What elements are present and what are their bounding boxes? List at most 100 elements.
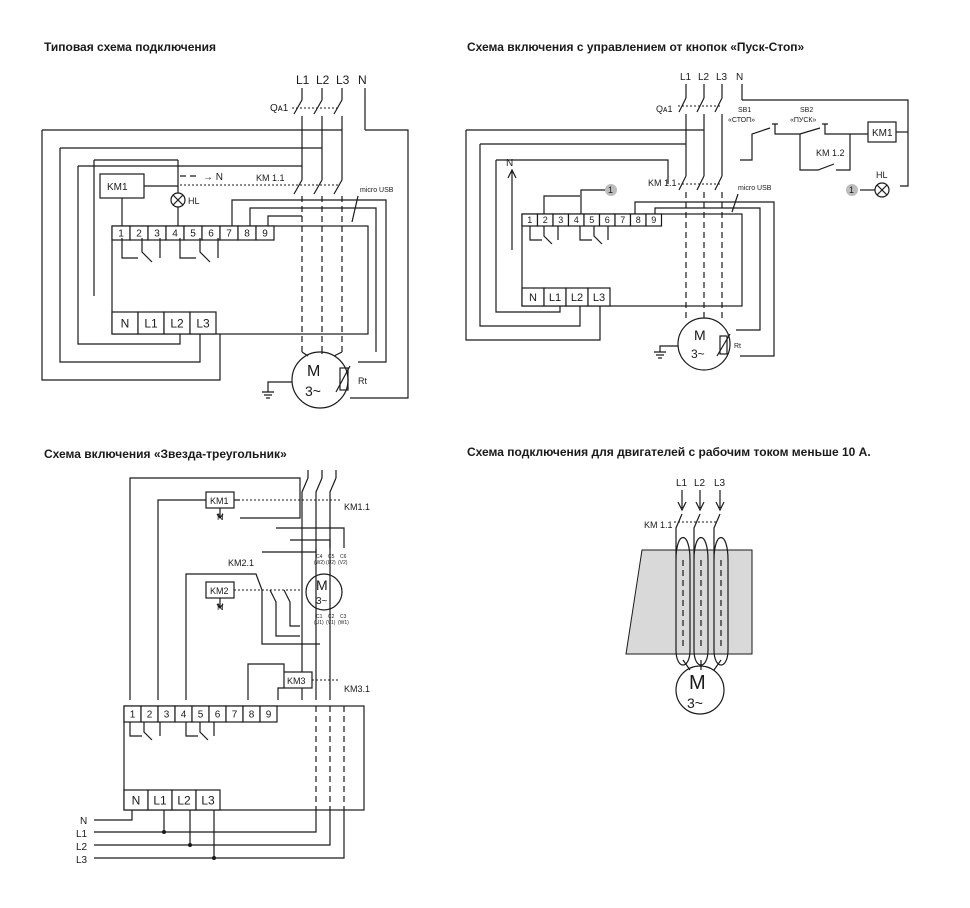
power-terminal-strip-b: N L1 L2 L3	[521, 287, 611, 307]
terminal-label: 8	[244, 229, 250, 240]
motor-b-label: M	[694, 327, 706, 343]
marker-1-top-text: 1	[608, 185, 613, 195]
power-terminal-b-label: L1	[549, 292, 561, 304]
label-L1: L1	[296, 73, 310, 87]
terminal-b-label: 6	[605, 215, 610, 225]
terminal-c-label: 9	[266, 710, 272, 721]
bus-L2: L2	[76, 842, 88, 853]
label-N-b: N	[736, 72, 743, 83]
terminal-c-label: 3	[164, 710, 170, 721]
label-qa1: Qᴀ1	[270, 103, 289, 114]
label-L2-b: L2	[698, 72, 710, 83]
terminal-label: 6	[208, 229, 214, 240]
label-c6: C6	[340, 554, 347, 560]
motor-phase: 3~	[305, 383, 321, 399]
coil-km1	[99, 173, 145, 199]
label-km1-c: KM1	[210, 496, 229, 506]
label-km11-b: KM 1.1	[648, 178, 677, 188]
motor-d	[675, 665, 725, 715]
terminal-c-label: 5	[198, 710, 204, 721]
terminal-label: 1	[118, 229, 124, 240]
motor-d-label: M	[689, 672, 706, 694]
bus-L3: L3	[76, 855, 88, 866]
label-L1-d: L1	[676, 478, 688, 489]
power-terminal-label: L1	[144, 316, 158, 330]
terminal-label: 3	[154, 229, 160, 240]
title-star-delta: Схема включения «Звезда-треугольник»	[44, 447, 287, 461]
power-terminal-strip: N L1 L2 L3	[111, 311, 217, 335]
diagram-star-delta: KM1 N KM1.1 KM2.1 KM2 N M 3~ C4 C5 C6 (W…	[76, 470, 370, 866]
label-hl-b: HL	[876, 170, 888, 180]
terminal-b-cell	[645, 213, 663, 227]
label-hl: HL	[188, 196, 200, 206]
arrow-n: → N	[203, 172, 223, 183]
label-rt-b: Rt	[734, 343, 741, 350]
power-terminal-label: L2	[170, 316, 184, 330]
power-terminal-c-label: L2	[177, 793, 191, 807]
terminal-c-label: 2	[147, 710, 153, 721]
label-N-arrow: N	[506, 158, 513, 169]
terminal-cell	[255, 225, 275, 241]
label-rt: Rt	[358, 376, 367, 386]
label-L2: L2	[316, 73, 330, 87]
label-u1: (U1)	[314, 620, 324, 626]
power-terminal-label: L3	[196, 316, 210, 330]
power-terminal-b-label: L2	[571, 292, 583, 304]
terminal-label: 9	[262, 229, 268, 240]
power-terminal-b-label: L3	[593, 292, 605, 304]
terminal-b-label: 3	[558, 215, 563, 225]
terminal-c-cell	[259, 705, 278, 723]
bus-L1: L1	[76, 829, 88, 840]
label-km1: KM1	[107, 182, 128, 193]
marker-1-top	[605, 184, 617, 196]
label-km11-d: KM 1.1	[644, 520, 673, 530]
label-w1: (W1)	[338, 620, 349, 626]
label-N: N	[358, 73, 367, 87]
power-terminal-label: N	[121, 316, 130, 330]
motor-d-phase: 3~	[687, 695, 703, 711]
terminal-label: 4	[172, 229, 178, 240]
bus-N: N	[80, 816, 87, 827]
title-buttons: Схема включения с управлением от кнопок …	[467, 40, 805, 54]
motor-b	[677, 317, 731, 371]
motor-c	[305, 573, 343, 611]
label-c2: C2	[328, 614, 335, 620]
power-terminal-c-label: L3	[201, 793, 215, 807]
label-km11-c: KM1.1	[344, 502, 370, 512]
terminal-label: 5	[190, 229, 196, 240]
motor-c-label: M	[316, 577, 328, 593]
label-sb1: SB1	[738, 107, 751, 114]
label-L1-b: L1	[680, 72, 692, 83]
label-u2: (U2)	[326, 560, 336, 566]
label-c1: C1	[316, 614, 323, 620]
label-km21: KM2.1	[228, 558, 254, 568]
label-micro-usb-b: micro USB	[738, 185, 772, 192]
title-small-motor: Схема подключения для двигателей с рабоч…	[467, 445, 871, 459]
label-c4: C4	[316, 554, 323, 560]
label-L2-d: L2	[694, 478, 706, 489]
label-km3: KM3	[287, 676, 306, 686]
terminal-b-label: 8	[636, 215, 641, 225]
terminal-b-label: 4	[574, 215, 579, 225]
label-km1-b: KM1	[872, 128, 893, 139]
label-v2: (V2)	[338, 560, 348, 566]
power-terminal-b-label: N	[529, 292, 537, 304]
terminal-c-label: 7	[232, 710, 238, 721]
title-typical: Типовая схема подключения	[44, 40, 217, 54]
label-v1: (V1)	[326, 620, 336, 626]
power-terminal-cell	[189, 311, 217, 335]
power-terminal-c-label: N	[132, 793, 141, 807]
terminal-b-label: 9	[651, 215, 656, 225]
terminal-c-label: 6	[215, 710, 221, 721]
terminal-c-label: 4	[181, 710, 187, 721]
terminal-b-label: 5	[589, 215, 594, 225]
terminal-c-label: 8	[249, 710, 255, 721]
label-micro-usb: micro USB	[360, 187, 394, 194]
label-km11: KM 1.1	[256, 173, 285, 183]
relay-body	[625, 549, 753, 655]
